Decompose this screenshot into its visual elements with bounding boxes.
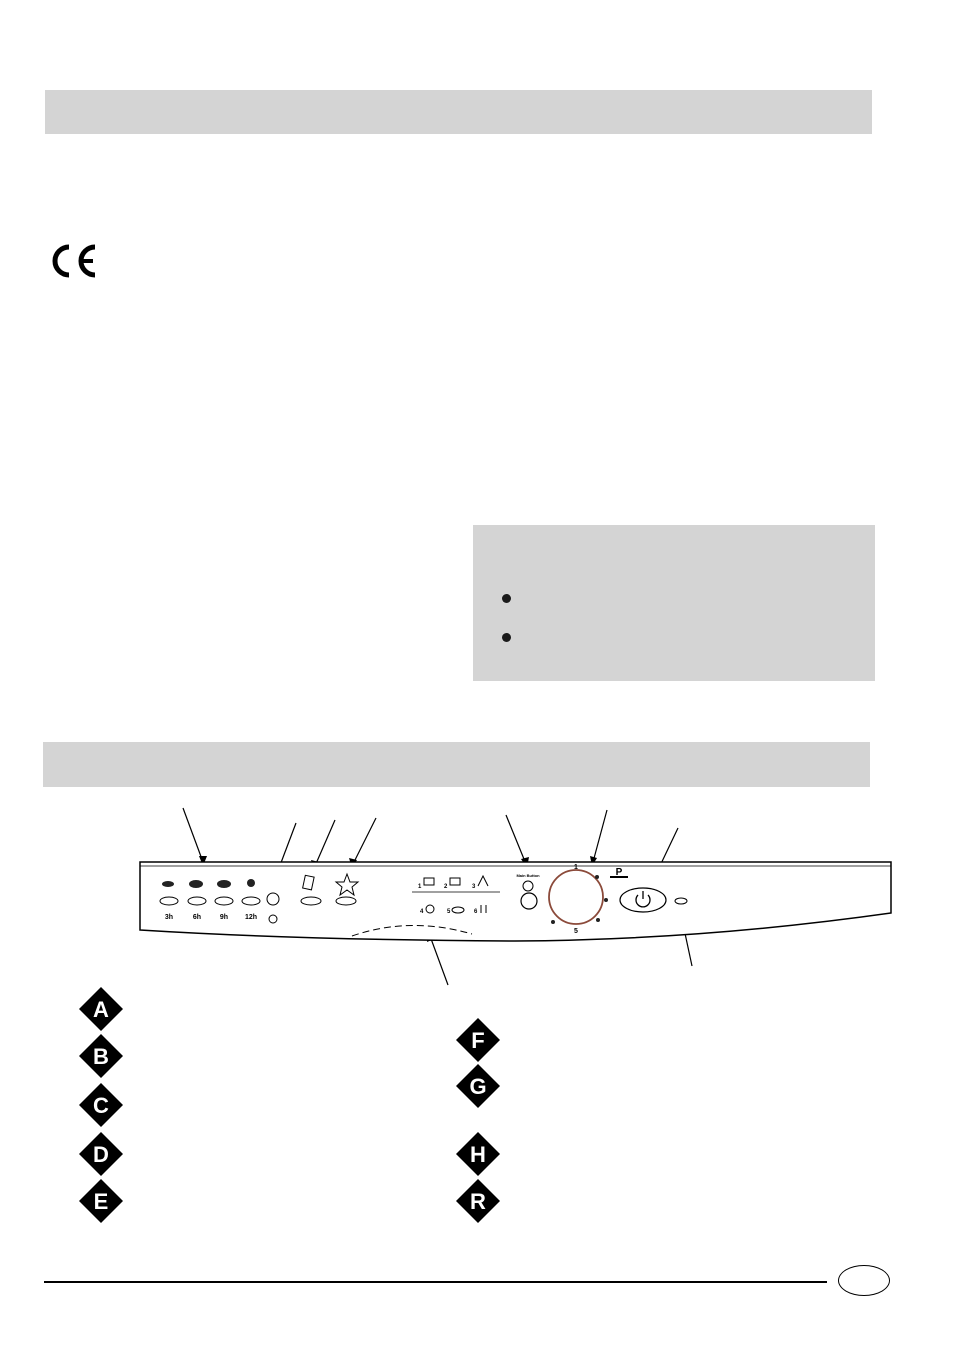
power-label: P <box>616 867 623 878</box>
legend-badge-g: G <box>454 1062 502 1110</box>
dial-number-5: 5 <box>574 928 578 935</box>
program-select-button[interactable] <box>520 892 538 910</box>
program-number-2: 2 <box>444 884 448 890</box>
power-button[interactable] <box>619 887 667 913</box>
rinse-aid-indicator-icon <box>334 872 360 897</box>
delay-select-button[interactable] <box>266 892 280 906</box>
delay-buttons <box>159 892 280 906</box>
delay-label-12h: 12h <box>245 914 257 921</box>
legend-badge-b: B <box>77 1032 125 1080</box>
program-number-4: 4 <box>420 909 424 915</box>
clock-icon <box>268 914 278 924</box>
legend-badge-e: E <box>77 1177 125 1225</box>
legend-letter: E <box>94 1189 109 1214</box>
delay-label-3h: 3h <box>165 914 173 921</box>
legend-badge-d: D <box>77 1130 125 1178</box>
program-dial[interactable] <box>548 869 604 925</box>
legend-letter: H <box>470 1142 486 1167</box>
legend-letter: C <box>93 1093 109 1118</box>
program-number-3: 3 <box>472 884 476 890</box>
program-select-icon <box>522 880 534 892</box>
delay-label-6h: 6h <box>193 914 201 921</box>
legend-badge-c: C <box>77 1081 125 1129</box>
salt-indicator-light <box>300 896 322 906</box>
power-indicator-light <box>674 897 688 905</box>
delay-6h-button[interactable] <box>187 896 207 906</box>
delay-icons <box>162 879 255 888</box>
delay-12h-button[interactable] <box>241 896 261 906</box>
footer-rule <box>44 1281 827 1283</box>
delay-9h-button[interactable] <box>214 896 234 906</box>
dial-marks <box>551 875 608 924</box>
bullet-icon <box>502 633 511 642</box>
legend-letter: R <box>470 1189 486 1214</box>
ce-mark-icon <box>52 244 96 278</box>
notice-box <box>473 525 875 681</box>
legend-badge-a: A <box>77 985 125 1033</box>
bullet-icon <box>502 594 511 603</box>
section-header-bar <box>45 90 872 134</box>
legend-badge-f: F <box>454 1016 502 1064</box>
delay-3h-button[interactable] <box>159 896 179 906</box>
dial-number-1: 1 <box>574 864 578 871</box>
program-number-6: 6 <box>474 909 478 915</box>
legend-letter: B <box>93 1044 109 1069</box>
legend-letter: G <box>469 1074 486 1099</box>
program-number-1: 1 <box>418 884 422 890</box>
salt-indicator-icon <box>302 874 315 891</box>
program-number-5: 5 <box>447 909 451 915</box>
control-panel-diagram: 3h 6h 9h 12h 1 2 3 4 5 6 Main Button <box>139 807 892 986</box>
section-header-bar <box>43 742 870 787</box>
legend-letter: A <box>93 997 109 1022</box>
page-number-oval <box>838 1265 890 1296</box>
main-button-label: Main Button <box>516 873 540 878</box>
rinse-aid-indicator-light <box>335 896 357 906</box>
legend-letter: D <box>93 1142 109 1167</box>
legend-badge-r: R <box>454 1177 502 1225</box>
power-icon <box>635 891 651 908</box>
program-icons: 1 2 3 4 5 6 <box>412 874 500 915</box>
legend-letter: F <box>471 1028 484 1053</box>
delay-label-9h: 9h <box>220 914 228 921</box>
legend-badge-h: H <box>454 1130 502 1178</box>
